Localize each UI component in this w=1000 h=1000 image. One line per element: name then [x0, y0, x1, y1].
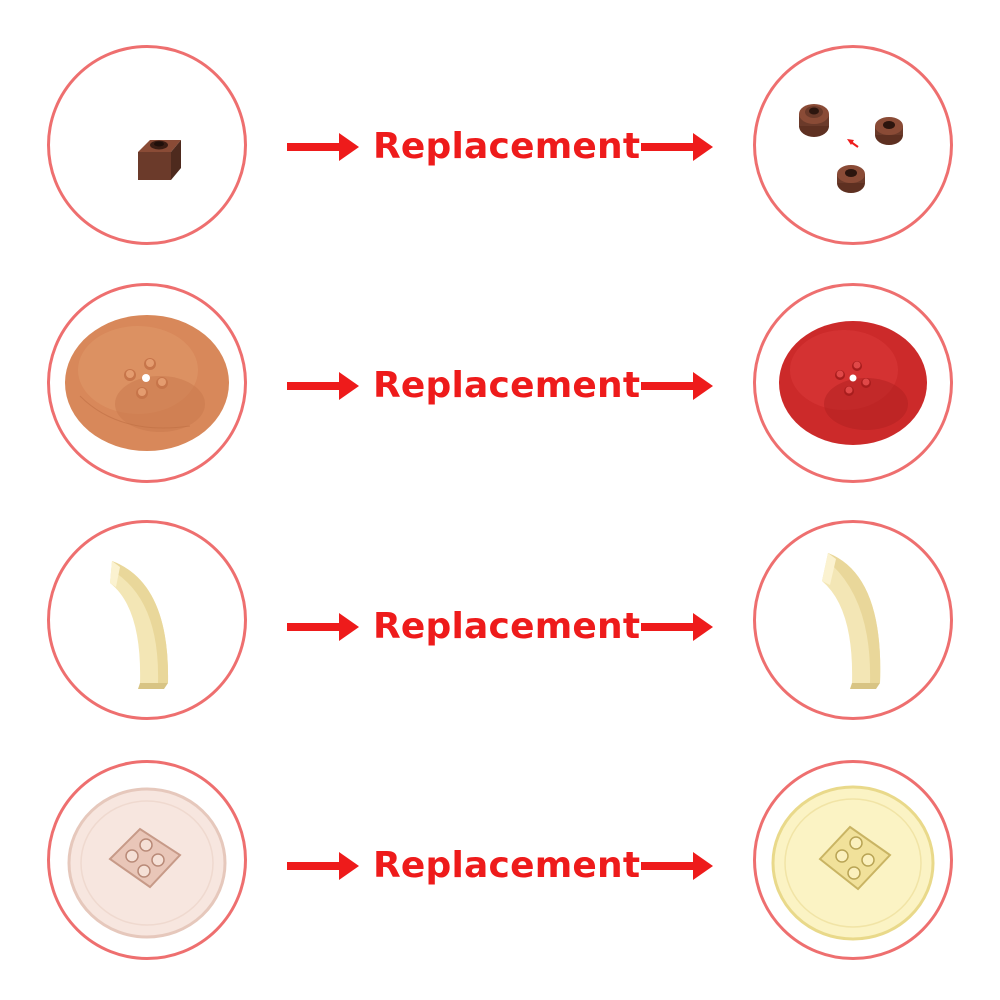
original-part-circle-1 — [47, 45, 247, 245]
original-part-circle-3 — [47, 520, 247, 720]
replacement-row-4: Replacement — [287, 836, 713, 896]
reddish-brown-brick-icon — [138, 140, 181, 180]
original-part-circle-2 — [47, 283, 247, 483]
replacement-row-2: Replacement — [287, 356, 713, 416]
right-arrow-icon — [641, 597, 713, 657]
medium-nougat-dish-icon — [65, 315, 229, 451]
replacement-label-3: Replacement — [373, 606, 641, 647]
right-arrow-icon — [641, 836, 713, 896]
replacement-part-circle-4 — [753, 760, 953, 960]
trans-clear-dish-icon — [67, 787, 227, 939]
right-arrow-icon — [641, 117, 713, 177]
reddish-brown-round-plates-icon — [799, 104, 903, 193]
right-arrow-icon — [287, 117, 359, 177]
replacement-label-1: Replacement — [373, 126, 641, 167]
right-arrow-icon — [287, 356, 359, 416]
replacement-label-4: Replacement — [373, 845, 641, 886]
replacement-row-1: Replacement — [287, 117, 713, 177]
replacement-label-2: Replacement — [373, 365, 641, 406]
trans-yellow-dish-icon — [771, 785, 935, 941]
replacement-part-circle-3 — [753, 520, 953, 720]
red-dish-icon — [779, 321, 927, 445]
right-arrow-icon — [287, 597, 359, 657]
tan-curved-arch-icon — [110, 561, 169, 689]
replacement-part-circle-2 — [753, 283, 953, 483]
right-arrow-icon — [641, 356, 713, 416]
small-arrow-icon — [847, 139, 859, 148]
replacement-part-circle-1 — [753, 45, 953, 245]
right-arrow-icon — [287, 836, 359, 896]
tan-curved-arch-icon — [822, 553, 881, 689]
replacement-row-3: Replacement — [287, 597, 713, 657]
original-part-circle-4 — [47, 760, 247, 960]
